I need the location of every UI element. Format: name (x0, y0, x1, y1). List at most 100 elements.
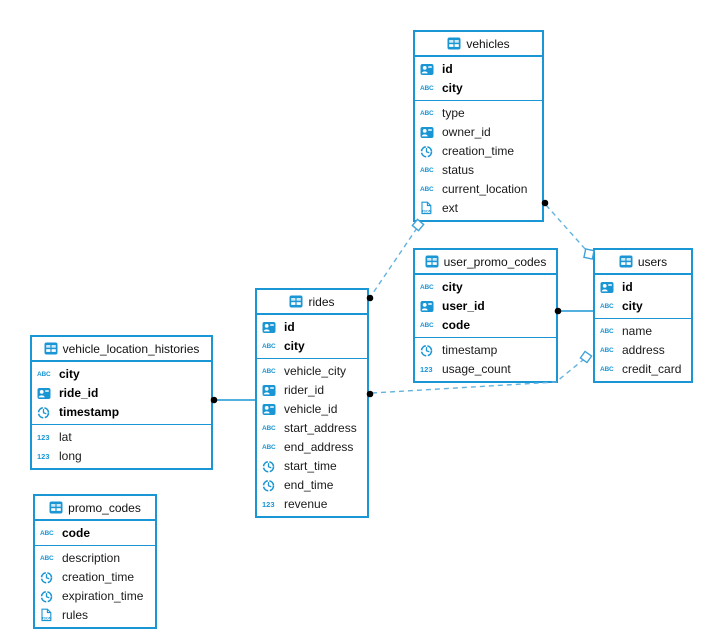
column-row-rider_id[interactable]: rider_id (257, 381, 367, 400)
column-name: current_location (442, 182, 528, 196)
column-name: rider_id (284, 383, 325, 397)
column-name: expiration_time (62, 589, 144, 603)
table-header[interactable]: vehicles (415, 32, 542, 57)
column-name: address (622, 343, 665, 357)
column-row-creation_time[interactable]: creation_time (415, 142, 542, 161)
column-row-timestamp[interactable]: timestamp (32, 403, 211, 422)
column-row-city[interactable]: ABC city (415, 79, 542, 98)
column-row-end_time[interactable]: end_time (257, 476, 367, 495)
abc-text-icon: ABC (262, 424, 276, 432)
relation-one-marker (579, 350, 593, 364)
abc-text-icon: ABC (420, 109, 434, 117)
column-name: usage_count (442, 362, 511, 376)
column-name: owner_id (442, 125, 491, 139)
column-name: rules (62, 608, 89, 622)
column-name: id (442, 62, 453, 76)
svg-text:JSON: JSON (41, 617, 52, 621)
column-row-user_id[interactable]: user_id (415, 297, 556, 316)
column-name: end_address (284, 440, 354, 454)
column-row-id[interactable]: id (415, 60, 542, 79)
column-row-expiration_time[interactable]: expiration_time (35, 587, 155, 606)
column-name: lat (59, 430, 72, 444)
column-name: creation_time (442, 144, 515, 158)
person-id-icon (420, 300, 437, 313)
column-row-owner_id[interactable]: owner_id (415, 123, 542, 142)
person-id-icon (262, 403, 279, 416)
column-name: city (442, 81, 463, 95)
abc-text-icon: ABC (420, 185, 434, 193)
table-header[interactable]: users (595, 250, 691, 275)
abc-text-icon: ABC (420, 166, 434, 174)
abc-text-icon: ABC (40, 529, 54, 537)
column-row-creation_time[interactable]: creation_time (35, 568, 155, 587)
column-name: start_time (284, 459, 337, 473)
123-number-icon: 123 (262, 499, 275, 509)
table-header[interactable]: promo_codes (35, 496, 155, 521)
column-name: city (284, 339, 305, 353)
column-name: ext (442, 201, 459, 215)
table-icon (447, 37, 461, 50)
table-icon (44, 342, 58, 355)
abc-text-icon: ABC (262, 367, 276, 375)
column-name: type (442, 106, 465, 120)
column-row-type[interactable]: ABC type (415, 104, 542, 123)
column-name: city (622, 299, 643, 313)
column-row-rules[interactable]: JSON rules (35, 606, 155, 625)
column-row-ride_id[interactable]: ride_id (32, 384, 211, 403)
column-row-start_time[interactable]: start_time (257, 457, 367, 476)
table-title: vehicles (466, 36, 510, 51)
column-row-status[interactable]: ABC status (415, 161, 542, 180)
relation-line-vehicles-users (545, 204, 587, 251)
table-header[interactable]: user_promo_codes (415, 250, 556, 275)
person-id-icon (420, 126, 437, 139)
column-row-id[interactable]: id (595, 278, 691, 297)
table-header[interactable]: rides (257, 290, 367, 315)
abc-text-icon: ABC (420, 84, 434, 92)
123-number-icon: 123 (37, 451, 50, 461)
person-id-icon (420, 63, 437, 76)
column-name: id (622, 280, 633, 294)
table-header[interactable]: vehicle_location_histories (32, 337, 211, 362)
column-name: status (442, 163, 475, 177)
person-id-icon (262, 384, 279, 397)
column-name: creation_time (62, 570, 135, 584)
person-id-icon (600, 281, 617, 294)
column-row-current_location[interactable]: ABC current_location (415, 180, 542, 199)
table-icon (425, 255, 439, 268)
column-row-timestamp[interactable]: timestamp (415, 341, 556, 360)
table-title: rides (308, 294, 335, 309)
abc-text-icon: ABC (37, 370, 51, 378)
column-row-id[interactable]: id (257, 318, 367, 337)
column-name: code (442, 318, 471, 332)
column-row-vehicle_id[interactable]: vehicle_id (257, 400, 367, 419)
